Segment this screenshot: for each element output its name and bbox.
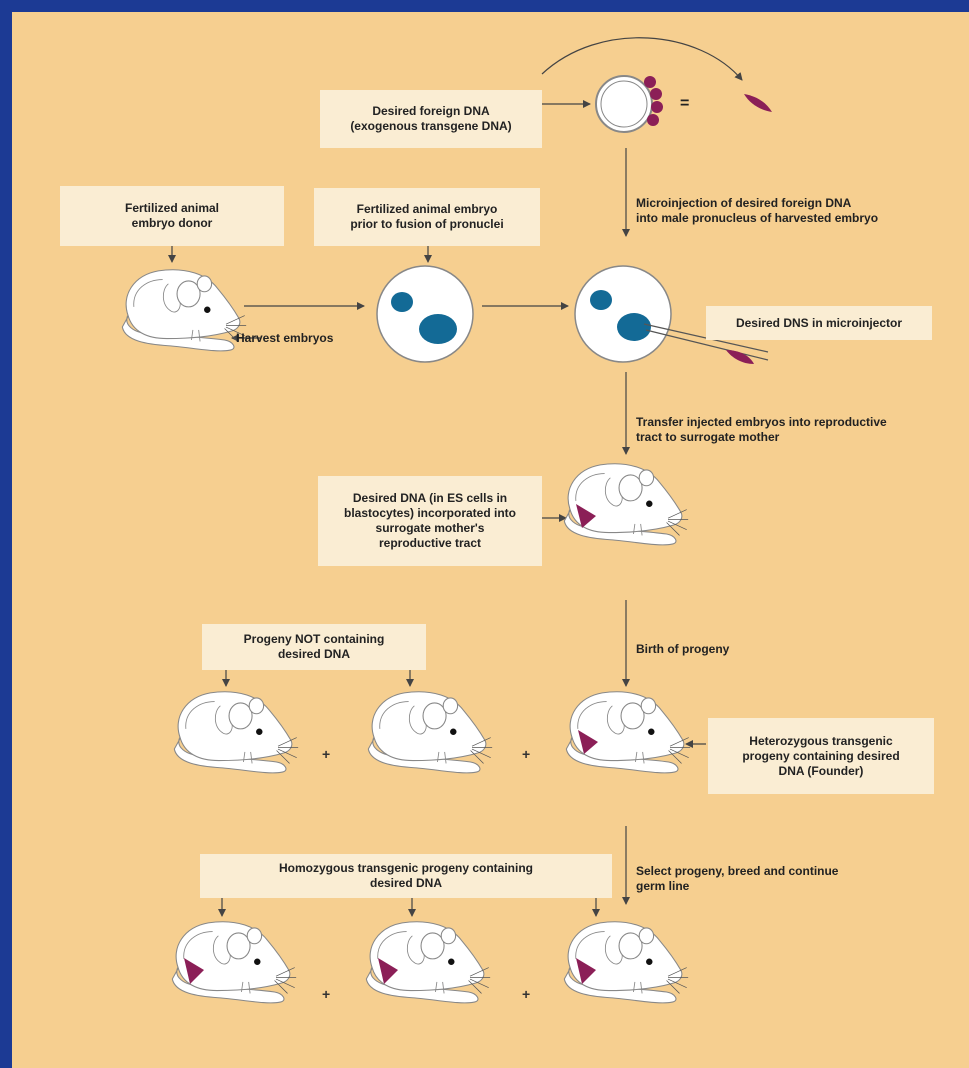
mouse-icon — [174, 692, 298, 773]
embryo-cell-icon — [575, 266, 671, 362]
not-containing-label: Progeny NOT containing desired DNA — [202, 624, 426, 670]
mouse-icon — [172, 922, 296, 1003]
homozygous-label: Homozygous transgenic progeny containing… — [200, 854, 612, 898]
mouse-icon — [122, 270, 246, 351]
incorporated-label: Desired DNA (in ES cells in blastocytes)… — [318, 476, 542, 566]
embryo-donor-label: Fertilized animal embryo donor — [60, 186, 284, 246]
plus-sign: + — [522, 746, 530, 762]
select-breed-label: Select progeny, breed and continue germ … — [636, 864, 838, 894]
plus-sign: + — [522, 986, 530, 1002]
mouse-icon — [366, 922, 490, 1003]
equals-sign: = — [680, 96, 689, 111]
mouse-icon — [368, 692, 492, 773]
embryo-prior-fusion-label: Fertilized animal embryo prior to fusion… — [314, 188, 540, 246]
harvest-label: Harvest embryos — [236, 331, 333, 346]
dns-microinjector-label: Desired DNS in microinjector — [706, 306, 932, 340]
embryo-cell-icon — [377, 266, 473, 362]
mouse-icon — [564, 464, 688, 545]
foreign-dna-label: Desired foreign DNA (exogenous transgene… — [320, 90, 542, 148]
plasmid-icon — [596, 76, 663, 132]
microinjection-step-label: Microinjection of desired foreign DNA in… — [636, 196, 878, 226]
birth-label: Birth of progeny — [636, 642, 729, 657]
transfer-step-label: Transfer injected embryos into reproduct… — [636, 415, 887, 445]
plus-sign: + — [322, 746, 330, 762]
mouse-icon — [564, 922, 688, 1003]
dna-fragment-icon — [744, 94, 772, 112]
heterozygous-label: Heterozygous transgenic progeny containi… — [708, 718, 934, 794]
plus-sign: + — [322, 986, 330, 1002]
mouse-icon — [566, 692, 690, 773]
